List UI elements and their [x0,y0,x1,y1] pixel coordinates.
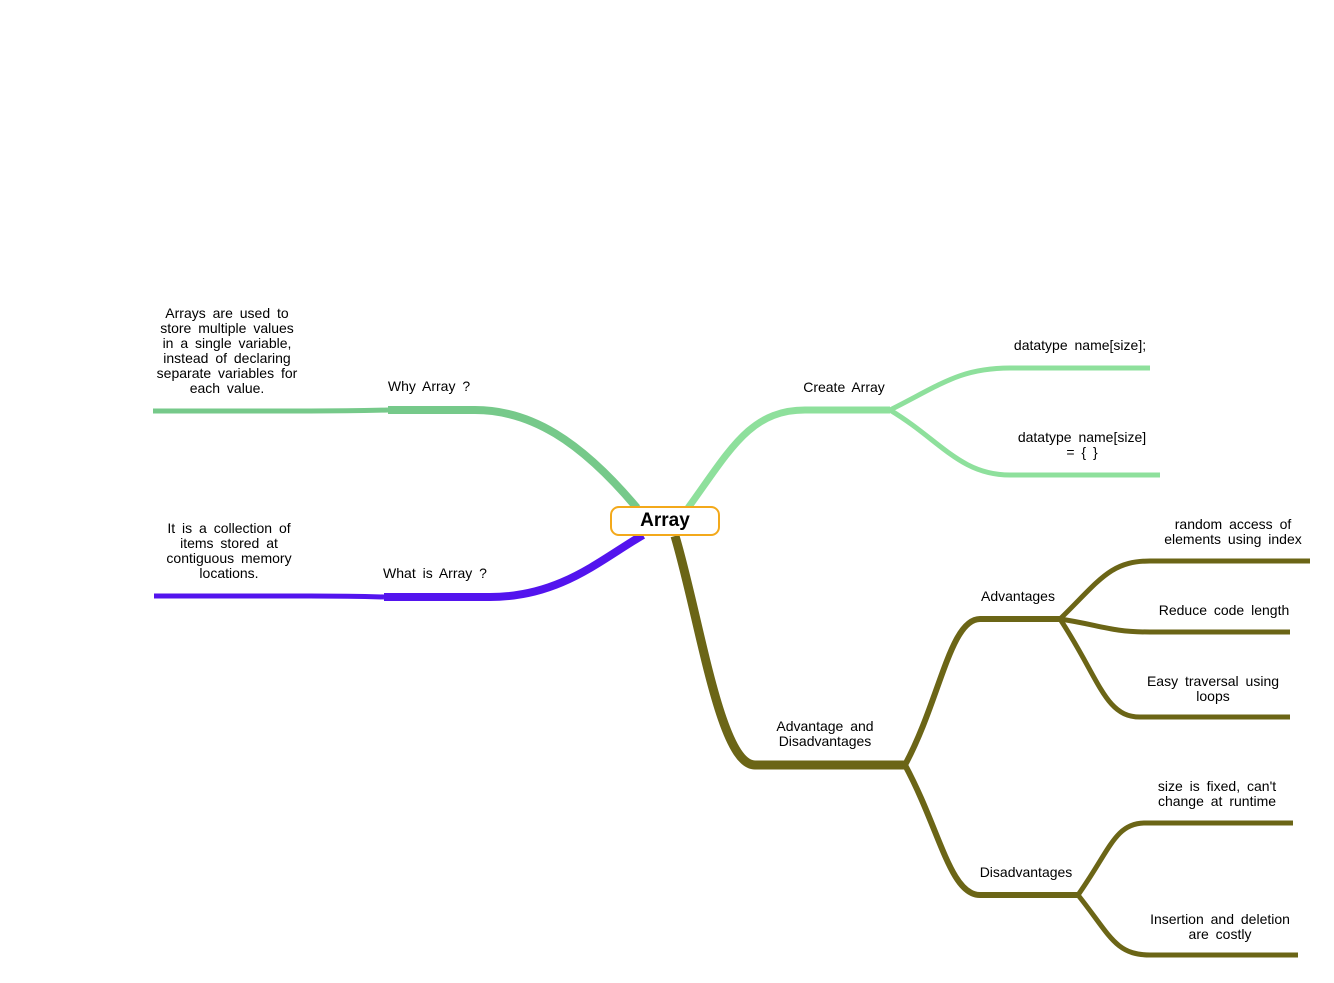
branch-line-what-is-array-detail [154,593,385,600]
node-create-array-child-1[interactable]: datatype name[size]; [1013,337,1147,353]
branch-line-disadvantages [902,763,1078,898]
node-disadvantages[interactable]: Disadvantages [979,864,1073,880]
branch-line-why-array [388,406,641,511]
node-create-array-child-2[interactable]: datatype name[size] = { } [1017,429,1147,460]
root-node[interactable]: Array [610,506,720,536]
node-disadvantages-child-2[interactable]: Insertion and deletion are costly [1150,911,1290,942]
branch-line-create-array-child-2 [888,407,1160,478]
branch-line-advantage-disadvantages [670,534,905,770]
node-advantages-child-3[interactable]: Easy traversal using loops [1146,673,1280,704]
branch-line-create-array [685,406,890,511]
node-advantage-disadvantages[interactable]: Advantage and Disadvantages [776,718,874,749]
branch-line-advantages-child-2 [1059,616,1290,635]
node-advantages[interactable]: Advantages [981,588,1055,604]
node-create-array[interactable]: Create Array [803,379,885,395]
node-what-is-array-detail[interactable]: It is a collection of items stored at co… [166,520,292,581]
node-what-is-array[interactable]: What is Array ? [383,565,487,581]
branch-line-why-array-detail [153,407,389,414]
branch-line-advantages-child-3 [1057,617,1290,720]
branch-line-advantages [902,616,1060,767]
root-label: Array [640,510,690,531]
branch-line-create-array-child-1 [888,365,1150,413]
node-why-array-detail[interactable]: Arrays are used to store multiple values… [156,305,298,396]
node-advantages-child-1[interactable]: random access of elements using index [1164,516,1302,547]
branch-line-advantages-child-1 [1058,558,1310,621]
node-why-array[interactable]: Why Array ? [387,378,471,394]
node-disadvantages-child-1[interactable]: size is fixed, can't change at runtime [1157,778,1277,809]
branch-line-disadvantages-child-2 [1076,893,1298,958]
node-advantages-child-2[interactable]: Reduce code length [1158,602,1290,618]
branch-line-what-is-array [384,531,646,601]
branch-line-disadvantages-child-1 [1075,820,1293,897]
